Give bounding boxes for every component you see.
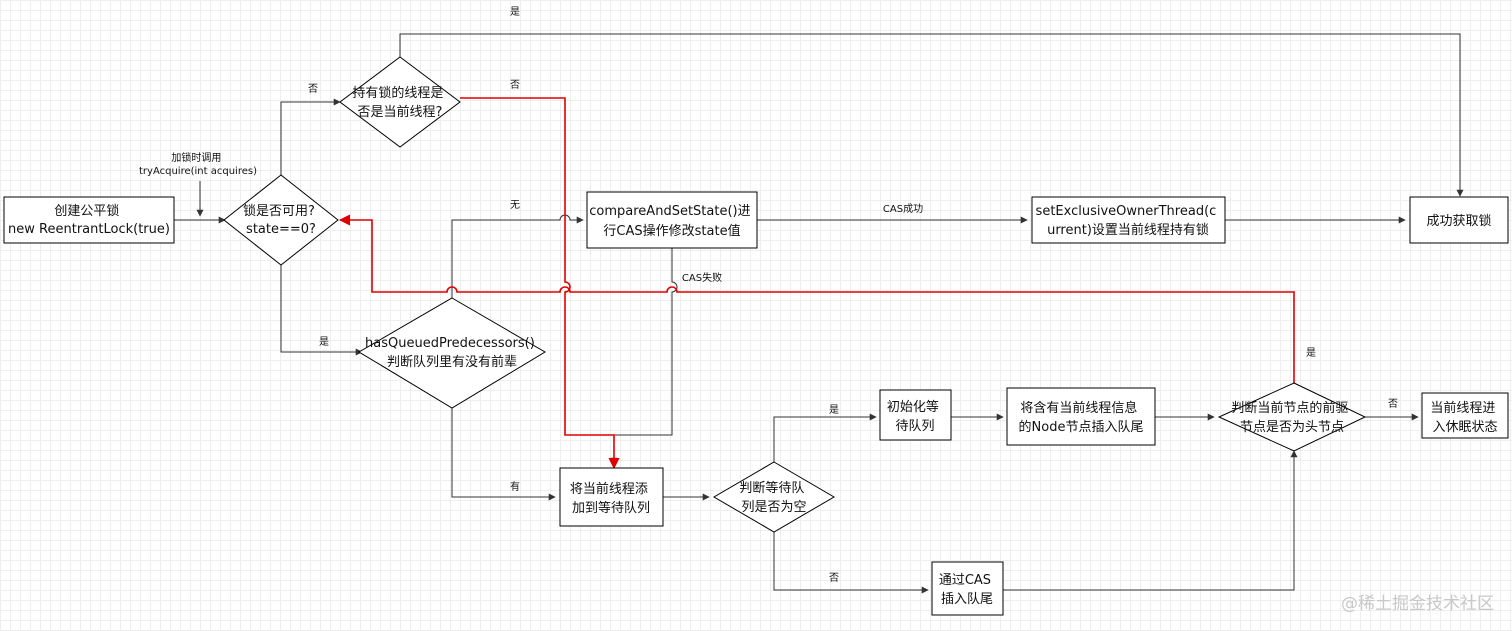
edge-empty-no-to-cas-insert bbox=[773, 532, 929, 594]
init-queue-text: 初始化等 待队列 bbox=[887, 399, 943, 434]
edge-available-yes-to-predecessors bbox=[280, 265, 363, 356]
label-available-yes: 是 bbox=[319, 336, 329, 348]
edge-cas-insert-to-prev-check bbox=[1003, 450, 1298, 591]
cas-modify-state-text: compareAndSetState()进 行CAS操作修改state值 bbox=[589, 204, 754, 239]
add-to-queue-box[interactable] bbox=[559, 467, 664, 527]
edge-available-no-to-holder bbox=[280, 98, 341, 175]
has-queued-predecessors-diamond[interactable] bbox=[358, 297, 546, 409]
label-queue-empty-no: 否 bbox=[829, 572, 839, 584]
init-queue-box[interactable] bbox=[879, 389, 952, 441]
label-top-yes: 是 bbox=[510, 6, 520, 18]
label-pred-none: 无 bbox=[510, 200, 520, 211]
edge-empty-yes-to-init bbox=[773, 413, 877, 462]
label-holder-no-red: 否 bbox=[510, 79, 520, 91]
acquire-success-text: 成功获取锁 bbox=[1426, 213, 1491, 229]
queue-empty-text: 判断等待队 列是否为空 bbox=[739, 480, 808, 515]
create-lock-box[interactable] bbox=[3, 196, 175, 244]
has-queued-predecessors-text: hasQueuedPredecessors() 判断队列里有没有前辈 bbox=[365, 336, 539, 370]
cas-insert-tail-text: 通过CAS 插入队尾 bbox=[939, 573, 995, 607]
insert-node-tail-box[interactable] bbox=[1006, 387, 1156, 446]
edge-cas-fail-to-queue bbox=[610, 245, 678, 465]
label-queue-empty-yes: 是 bbox=[829, 404, 839, 416]
edge-predecessors-has-to-queue bbox=[451, 408, 556, 501]
insert-node-tail-text: 将含有当前线程信息 的Node节点插入队尾 bbox=[1019, 400, 1144, 435]
edge-holder-no-to-queue-red bbox=[460, 97, 620, 470]
set-owner-thread-text: setExclusiveOwnerThread(c urrent)设置当前线程持… bbox=[1036, 204, 1221, 238]
label-prev-head-no: 否 bbox=[1388, 398, 1398, 410]
label-cas-fail: CAS失败 bbox=[682, 271, 722, 284]
acquire-success-box[interactable] bbox=[1409, 196, 1509, 244]
sleep-state-text: 当前线程进 入休眠状态 bbox=[1430, 400, 1499, 435]
edge-holder-yes-to-success bbox=[399, 33, 1464, 197]
label-pred-has: 有 bbox=[510, 480, 520, 493]
try-acquire-annotation: 加锁时调用 tryAcquire(int acquires) bbox=[139, 151, 257, 177]
watermark-text: @稀土掘金技术社区 bbox=[1341, 594, 1494, 614]
sleep-state-box[interactable] bbox=[1421, 392, 1509, 439]
holder-is-current-text: 持有锁的线程是 否是当前线程? bbox=[352, 85, 447, 120]
edge-prev-yes-to-available-red bbox=[338, 214, 1295, 383]
lock-available-text: 锁是否可用? state==0? bbox=[243, 203, 319, 237]
label-available-no: 否 bbox=[308, 83, 318, 95]
cas-modify-state-box[interactable] bbox=[586, 191, 758, 249]
holder-is-current-diamond[interactable] bbox=[339, 56, 461, 148]
lock-available-diamond[interactable] bbox=[223, 174, 339, 266]
set-owner-thread-box[interactable] bbox=[1031, 196, 1226, 244]
prev-is-head-diamond[interactable] bbox=[1217, 382, 1367, 452]
prev-is-head-text: 判断当前节点的前驱 节点是否为头节点 bbox=[1231, 400, 1352, 435]
queue-empty-diamond[interactable] bbox=[713, 461, 835, 533]
add-to-queue-text: 将当前线程添 加到等待队列 bbox=[570, 481, 652, 516]
create-lock-text: 创建公平锁 new ReentrantLock(true) bbox=[8, 203, 170, 237]
label-cas-success: CAS成功 bbox=[883, 203, 923, 215]
cas-insert-tail-box[interactable] bbox=[931, 561, 1004, 616]
edge-predecessors-none-to-cas bbox=[451, 214, 584, 298]
label-prev-head-yes: 是 bbox=[1306, 347, 1316, 359]
